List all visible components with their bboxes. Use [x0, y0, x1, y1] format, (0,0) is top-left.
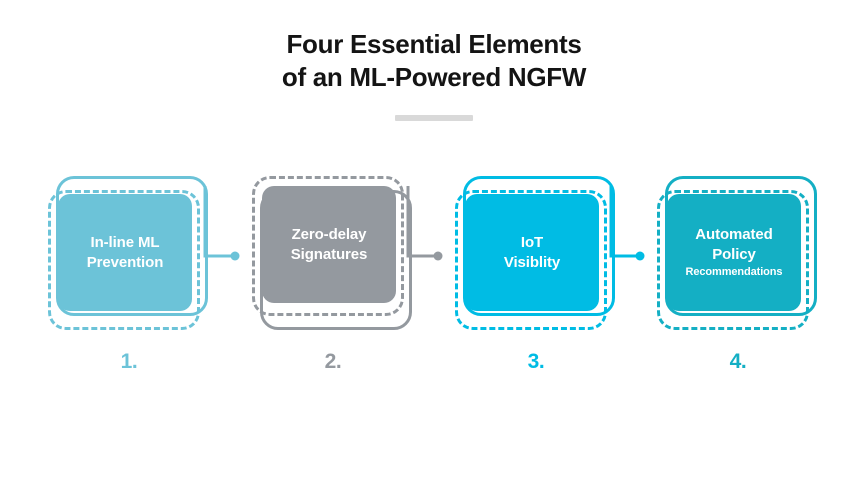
card-fill: Zero-delay Signatures	[262, 186, 396, 303]
card-title-line-2: Visiblity	[503, 253, 561, 271]
card-title-line-1: IoT	[520, 234, 544, 251]
card-title-line-1: Automated	[695, 226, 773, 244]
card-number: 4.	[729, 350, 747, 373]
card-solid-frame	[463, 176, 615, 316]
card-dashed-frame	[455, 190, 607, 330]
card-number: 3.	[527, 350, 545, 373]
card-subtitle: Recommendations	[685, 266, 783, 279]
card-dashed-frame	[48, 190, 200, 330]
page-title-line-1: Four Essential Elements	[286, 29, 582, 59]
card-solid-frame	[56, 176, 208, 316]
card-fill: IoT Visiblity	[465, 194, 599, 311]
page-title: Four Essential Elements of an ML-Powered…	[0, 28, 868, 95]
card-title-line-1: In-line ML	[90, 234, 160, 251]
card-number: 1.	[120, 350, 138, 373]
card-fill: In-line ML Prevention	[58, 194, 192, 311]
card-title-line-2: Prevention	[86, 253, 164, 271]
card-title-line-1: Zero-delay	[291, 226, 367, 243]
card-title-line-2: Policy	[712, 245, 756, 263]
card-dashed-frame	[252, 176, 404, 316]
card-dashed-frame	[657, 190, 809, 330]
card-solid-frame	[665, 176, 817, 316]
title-divider	[395, 114, 473, 121]
card-title-line-2: Signatures	[290, 245, 368, 263]
header: Four Essential Elements of an ML-Powered…	[0, 28, 868, 121]
card-fill: Automated Policy Recommendations	[667, 194, 801, 311]
card-in-line-ml-prevention[interactable]: In-line ML Prevention 1.	[48, 172, 210, 387]
card-number: 2.	[324, 350, 342, 373]
page-title-line-2: of an ML-Powered NGFW	[281, 62, 587, 93]
card-automated-policy-recommendations[interactable]: Automated Policy Recommendations 4.	[657, 172, 819, 387]
cards-row: In-line ML Prevention 1. Zero-delay Sign…	[0, 172, 868, 387]
card-iot-visiblity[interactable]: IoT Visiblity 3.	[455, 172, 617, 387]
card-zero-delay-signatures[interactable]: Zero-delay Signatures 2.	[252, 172, 414, 387]
